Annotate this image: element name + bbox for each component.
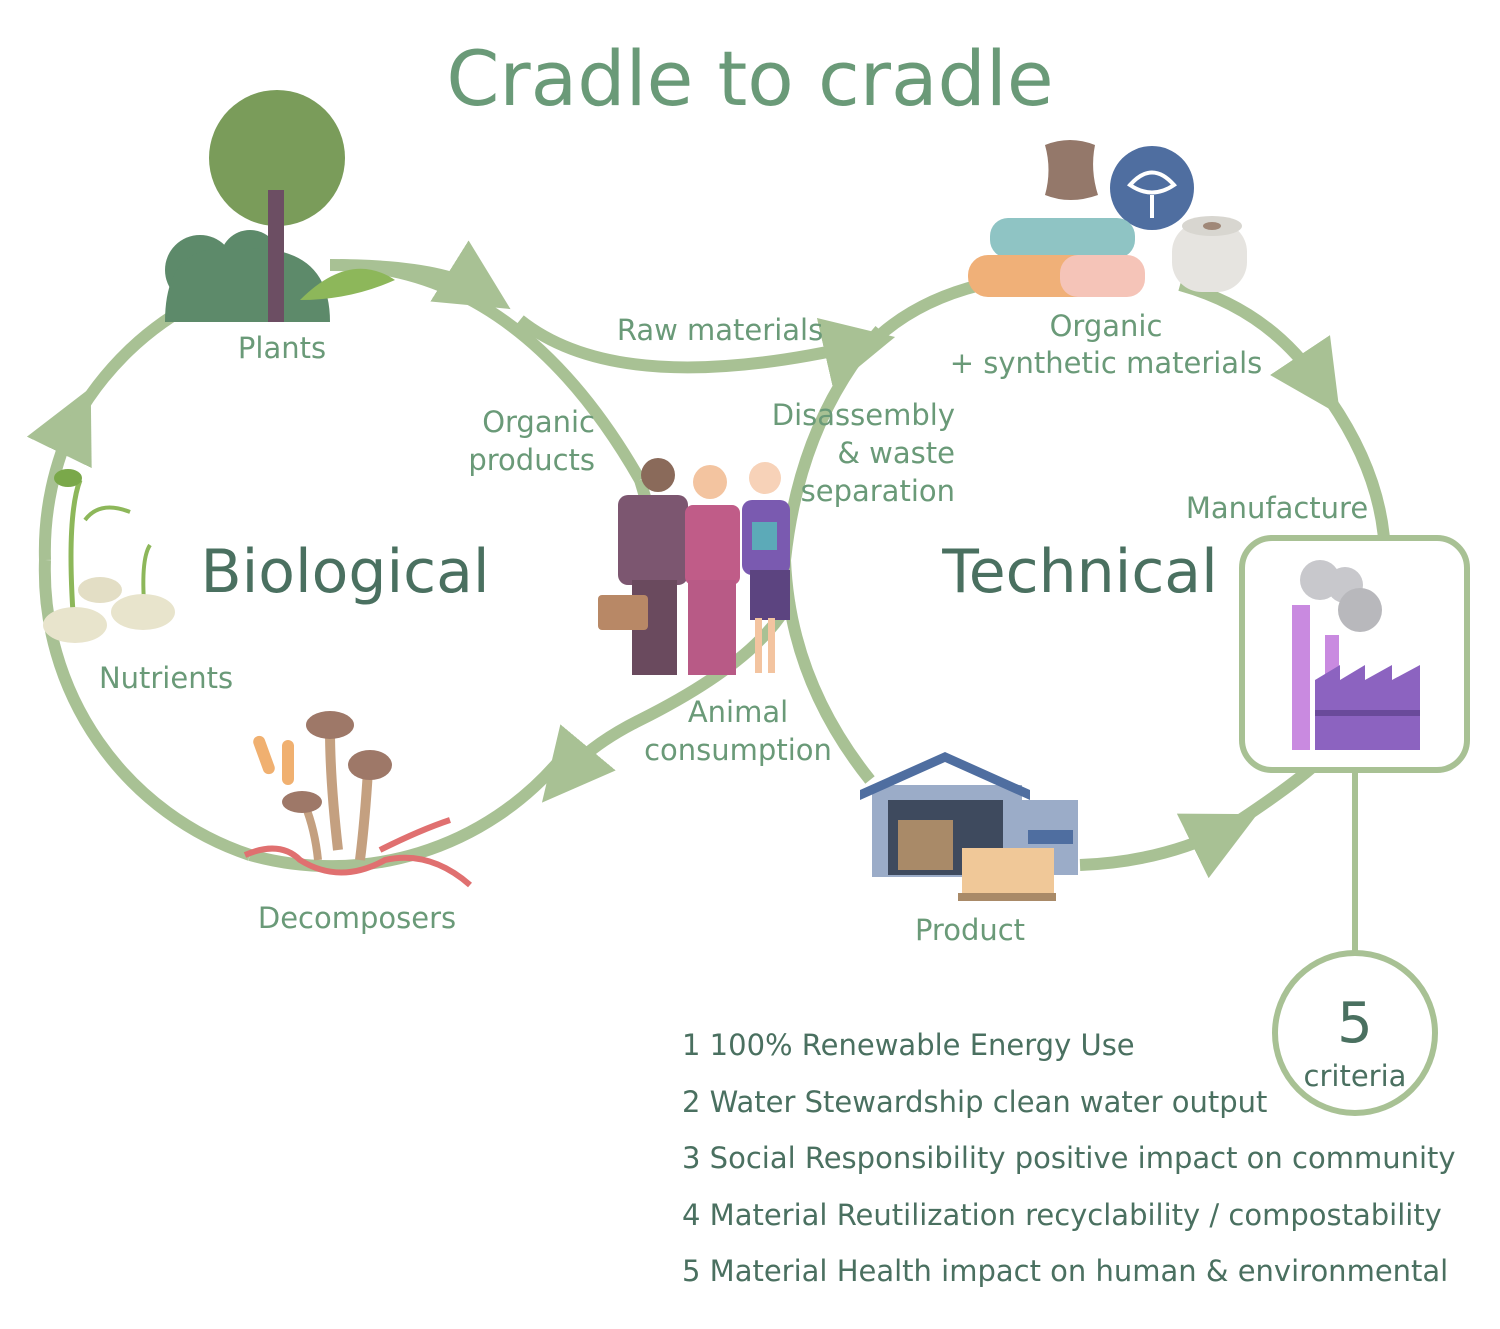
disassembly-label-3: separation [801, 474, 955, 508]
diagram-title: Cradle to cradle [446, 34, 1053, 123]
product-label: Product [915, 913, 1025, 947]
product-warehouse-icon [860, 752, 1078, 901]
plants-label: Plants [238, 331, 326, 365]
plants-icon [165, 90, 395, 322]
decomposers-icon [243, 711, 472, 888]
criteria-item: 5 Material Health impact on human & envi… [682, 1254, 1448, 1288]
raw-materials-label: Raw materials [617, 313, 823, 347]
disassembly-label-1: Disassembly [772, 398, 955, 432]
biological-cycle-label: Biological [200, 537, 489, 607]
raw-materials-arc [516, 315, 896, 389]
disassembly-label-2: & waste [837, 436, 955, 470]
factory-icon [1292, 560, 1420, 750]
people-icon [598, 458, 790, 675]
animal-consumption-label-1: Animal [688, 695, 788, 729]
criteria-list: 1 100% Renewable Energy Use 2 Water Stew… [682, 1028, 1456, 1288]
criteria-badge: 5 criteria [1272, 950, 1438, 1116]
criteria-count: 5 [1337, 991, 1373, 1056]
organic-products-label-2: products [468, 443, 595, 477]
criteria-item: 4 Material Reutilization recyclability /… [682, 1198, 1442, 1232]
animal-consumption-label-2: consumption [644, 733, 832, 767]
nutrients-icon [43, 469, 175, 643]
criteria-item: 2 Water Stewardship clean water output [682, 1085, 1267, 1119]
criteria-item: 3 Social Responsibility positive impact … [682, 1141, 1456, 1175]
organic-products-label-1: Organic [482, 405, 595, 439]
organic-materials-label-2: + synthetic materials [950, 346, 1263, 380]
nutrients-label: Nutrients [99, 661, 233, 695]
criteria-item: 1 100% Renewable Energy Use [682, 1028, 1135, 1062]
materials-icon [968, 140, 1247, 297]
organic-materials-label-1: Organic [1050, 309, 1163, 343]
decomposers-label: Decomposers [258, 901, 456, 935]
technical-cycle-label: Technical [941, 537, 1218, 607]
manufacture-label: Manufacture [1186, 491, 1368, 525]
arrow-to-raw-materials [329, 240, 511, 310]
criteria-badge-label: criteria [1304, 1059, 1407, 1093]
